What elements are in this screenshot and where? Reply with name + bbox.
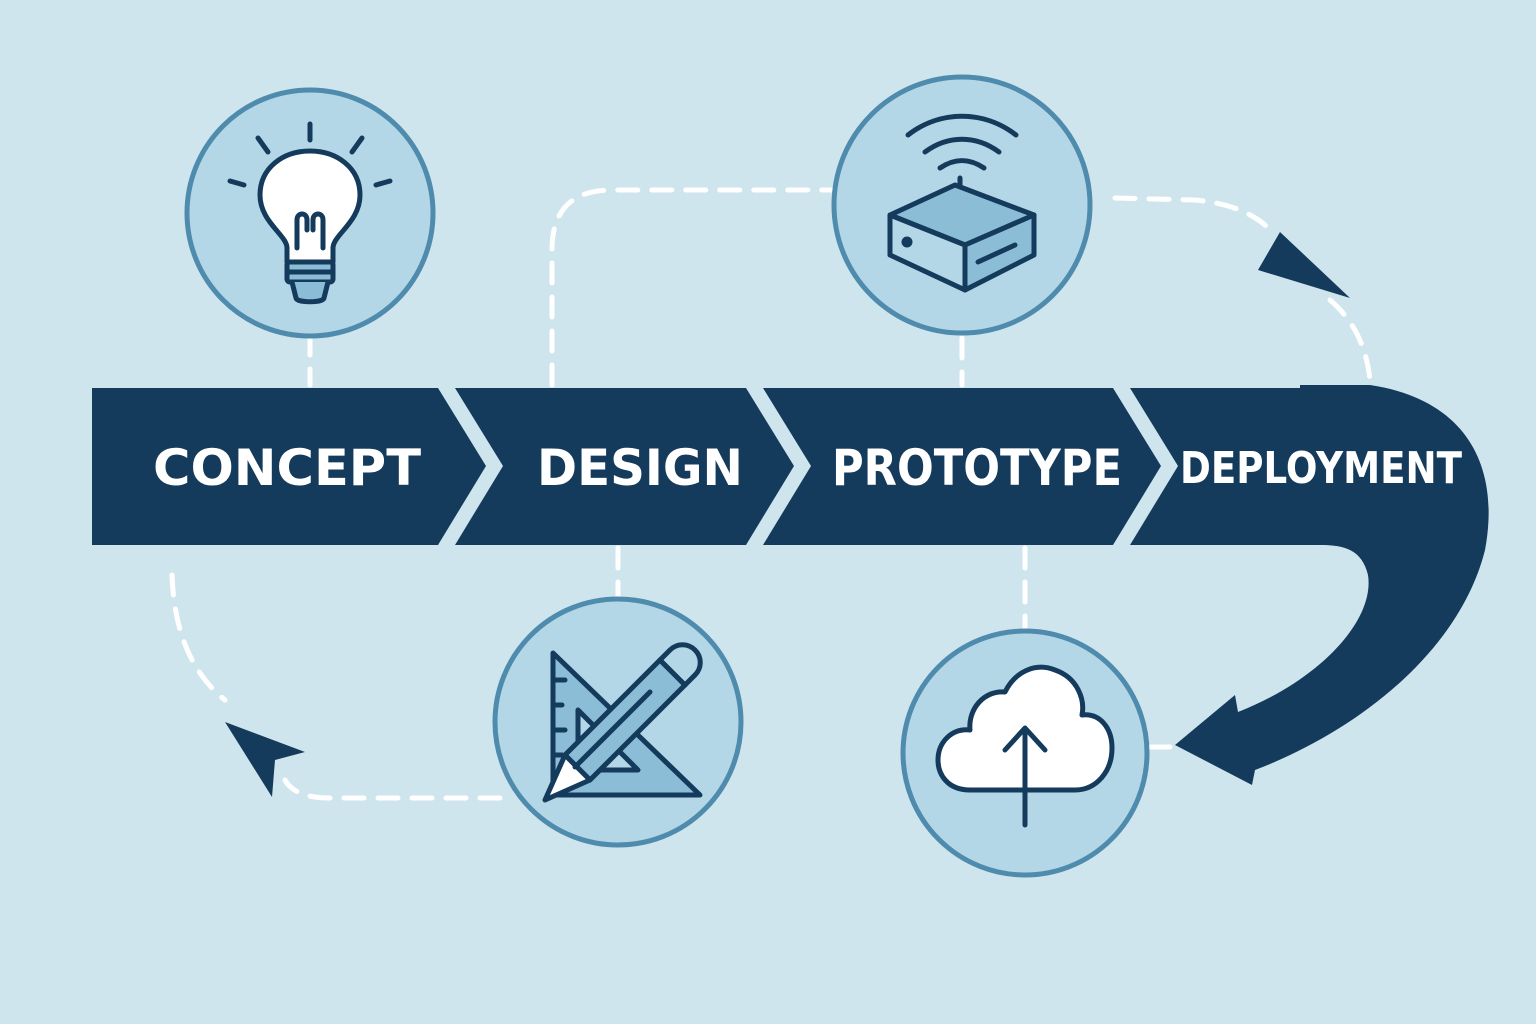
stage-label-prototype: PROTOTYPE bbox=[832, 439, 1122, 497]
lightbulb-icon bbox=[227, 121, 393, 305]
connector-design-prototype bbox=[549, 187, 838, 388]
wireless-device-icon bbox=[887, 113, 1037, 293]
stage-segment-concept bbox=[92, 388, 486, 545]
stage-label-deployment: DEPLOYMENT bbox=[1180, 443, 1462, 494]
arrowhead-top-right bbox=[1258, 232, 1350, 298]
arrowhead-bottom-left bbox=[225, 722, 305, 797]
stage-label-concept: CONCEPT bbox=[153, 439, 421, 497]
cloud-upload-icon bbox=[935, 664, 1115, 828]
design-circle bbox=[492, 596, 744, 848]
ruler-pencil-icon bbox=[542, 642, 703, 803]
connector-prototype-arrow bbox=[1112, 195, 1278, 238]
return-arrow bbox=[1175, 385, 1489, 785]
connector-left-loop bbox=[169, 572, 228, 703]
stage-banner: CONCEPT DESIGN PROTOTYPE DEPLOYMENT bbox=[92, 388, 1462, 545]
stage-segment-design bbox=[455, 388, 794, 545]
stage-segment-deployment bbox=[1130, 388, 1380, 545]
connector-design-concept-loop bbox=[282, 777, 503, 801]
prototype-circle bbox=[831, 74, 1093, 336]
dashed-connectors bbox=[169, 187, 1373, 801]
connector-right-curve bbox=[1327, 297, 1373, 383]
deployment-circle bbox=[900, 628, 1150, 878]
stage-label-design: DESIGN bbox=[537, 439, 743, 497]
concept-circle bbox=[184, 87, 436, 339]
stage-segment-prototype bbox=[763, 388, 1161, 545]
